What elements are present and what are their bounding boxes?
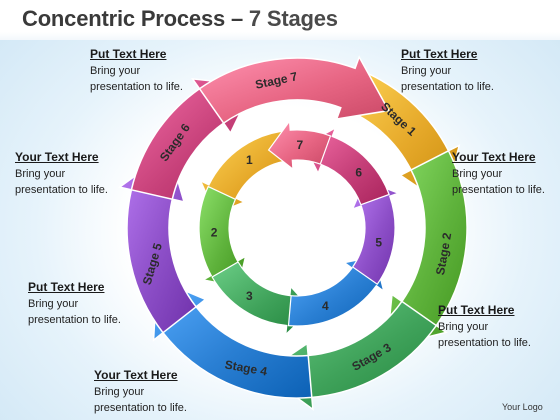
note-bottom: Your Text Here Bring your presentation t… — [94, 367, 187, 416]
title-bar: Concentric Process – 7 Stages — [0, 0, 560, 40]
inner-stage-arrow-7 — [267, 119, 332, 171]
note-line: presentation to life. — [452, 184, 545, 196]
note-heading: Put Text Here — [401, 47, 478, 61]
note-mid-left: Your Text Here Bring your presentation t… — [15, 149, 108, 198]
note-line: Bring your — [15, 168, 66, 180]
note-line: presentation to life. — [15, 184, 108, 196]
note-line: Bring your — [401, 65, 452, 77]
inner-stage-label-7: 7 — [297, 138, 304, 152]
note-line: Bring your — [94, 386, 145, 398]
note-line: presentation to life. — [28, 314, 121, 326]
inner-stage-label-3: 3 — [246, 289, 253, 303]
note-line: Bring your — [452, 168, 503, 180]
title-main: Concentric Process – — [22, 6, 249, 31]
note-top-left: Put Text Here Bring your presentation to… — [90, 46, 183, 95]
inner-stage-label-4: 4 — [322, 299, 329, 313]
note-heading: Your Text Here — [94, 368, 178, 382]
note-lower-left: Put Text Here Bring your presentation to… — [28, 279, 121, 328]
note-mid-right: Your Text Here Bring your presentation t… — [452, 149, 545, 198]
inner-ring: 1 2 3 4 5 6 7 — [198, 119, 400, 336]
note-line: Bring your — [28, 298, 79, 310]
note-top-right: Put Text Here Bring your presentation to… — [401, 46, 494, 95]
note-line: presentation to life. — [438, 337, 531, 349]
note-line: presentation to life. — [401, 81, 494, 93]
inner-stage-label-1: 1 — [246, 153, 253, 167]
page-title: Concentric Process – 7 Stages — [22, 6, 338, 32]
note-line: Bring your — [438, 321, 489, 333]
logo-text: Your Logo — [502, 402, 543, 412]
title-sub: 7 Stages — [248, 6, 338, 31]
inner-stage-label-2: 2 — [211, 225, 218, 239]
note-line: presentation to life. — [94, 402, 187, 414]
inner-stage-label-6: 6 — [355, 166, 362, 180]
note-heading: Your Text Here — [15, 150, 99, 164]
inner-stage-label-5: 5 — [375, 235, 382, 249]
note-heading: Put Text Here — [90, 47, 167, 61]
note-line: presentation to life. — [90, 81, 183, 93]
note-lower-right: Put Text Here Bring your presentation to… — [438, 302, 531, 351]
outer-stage-arrow-7 — [198, 55, 390, 125]
note-heading: Put Text Here — [28, 280, 105, 294]
note-heading: Your Text Here — [452, 150, 536, 164]
note-heading: Put Text Here — [438, 303, 515, 317]
note-line: Bring your — [90, 65, 141, 77]
